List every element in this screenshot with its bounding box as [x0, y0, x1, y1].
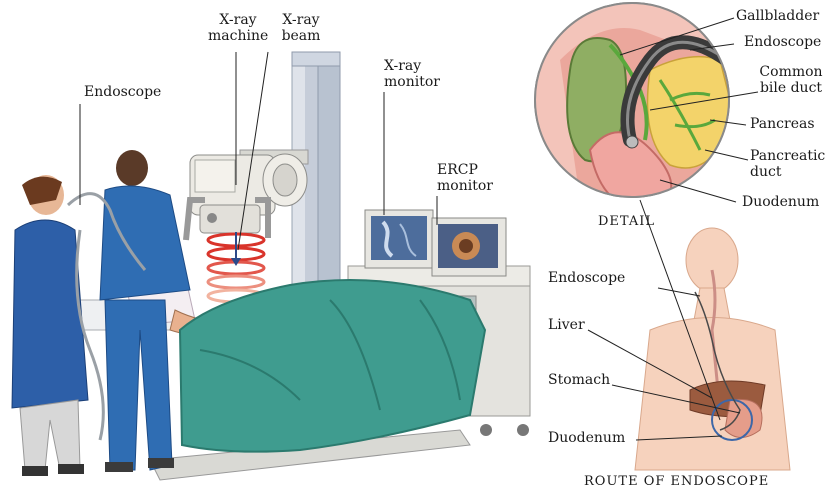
label-liver: Liver	[548, 317, 585, 333]
route-body	[635, 228, 790, 470]
label-xray-beam: X-ray beam	[276, 12, 326, 44]
label-xray-machine: X-ray machine	[208, 12, 268, 44]
label-endoscope-detail: Endoscope	[744, 34, 821, 50]
label-gallbladder: Gallbladder	[736, 8, 819, 24]
label-pancreas: Pancreas	[750, 116, 815, 132]
label-ercp-monitor-line1: ERCP	[437, 162, 493, 178]
label-xray-beam-line2: beam	[276, 28, 326, 44]
label-xray-monitor-line1: X-ray	[384, 58, 440, 74]
label-pancreatic-duct-line2: duct	[750, 164, 825, 180]
label-common-bile-duct: Common bile duct	[755, 64, 827, 96]
label-common-bile-duct-line1: Common	[755, 64, 827, 80]
label-xray-monitor: X-ray monitor	[384, 58, 440, 90]
label-stomach: Stomach	[548, 372, 610, 388]
label-duodenum-detail: Duodenum	[742, 194, 819, 210]
label-pancreatic-duct: Pancreatic duct	[750, 148, 825, 180]
label-duodenum-route: Duodenum	[548, 430, 625, 446]
label-pancreatic-duct-line1: Pancreatic	[750, 148, 825, 164]
xray-machine	[186, 150, 308, 240]
detail-inset	[535, 3, 740, 210]
ercp-monitor	[432, 218, 506, 276]
xray-monitor	[365, 210, 433, 268]
caption-detail: DETAIL	[598, 214, 655, 229]
label-endoscope-left: Endoscope	[84, 84, 161, 100]
stomach	[725, 399, 762, 437]
xray-beam	[208, 232, 264, 302]
label-xray-beam-line1: X-ray	[276, 12, 326, 28]
label-xray-machine-line1: X-ray	[208, 12, 268, 28]
label-xray-machine-line2: machine	[208, 28, 268, 44]
label-endoscope-route: Endoscope	[548, 270, 625, 286]
label-ercp-monitor: ERCP monitor	[437, 162, 493, 194]
pancreas	[648, 57, 736, 168]
doctor-front	[12, 175, 88, 476]
caption-route: ROUTE OF ENDOSCOPE	[584, 474, 769, 489]
label-ercp-monitor-line2: monitor	[437, 178, 493, 194]
label-common-bile-duct-line2: bile duct	[755, 80, 827, 96]
label-xray-monitor-line2: monitor	[384, 74, 440, 90]
surgical-drape	[180, 280, 485, 452]
